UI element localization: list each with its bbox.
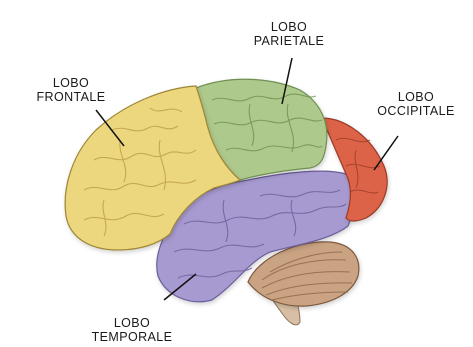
frontal-lobe-label: LOBO FRONTALE bbox=[18, 76, 124, 104]
frontal-label-line1: LOBO bbox=[18, 76, 124, 90]
occipital-lobe-label: LOBO OCCIPITALE bbox=[360, 90, 472, 118]
temporal-lobe-label: LOBO TEMPORALE bbox=[70, 316, 194, 344]
parietal-label-line2: PARIETALE bbox=[230, 34, 348, 48]
temporal-label-line1: LOBO bbox=[70, 316, 194, 330]
parietal-lobe-label: LOBO PARIETALE bbox=[230, 20, 348, 48]
parietal-label-line1: LOBO bbox=[230, 20, 348, 34]
occipital-label-line1: LOBO bbox=[360, 90, 472, 104]
frontal-label-line2: FRONTALE bbox=[18, 90, 124, 104]
occipital-label-line2: OCCIPITALE bbox=[360, 104, 472, 118]
temporal-label-line2: TEMPORALE bbox=[70, 330, 194, 344]
